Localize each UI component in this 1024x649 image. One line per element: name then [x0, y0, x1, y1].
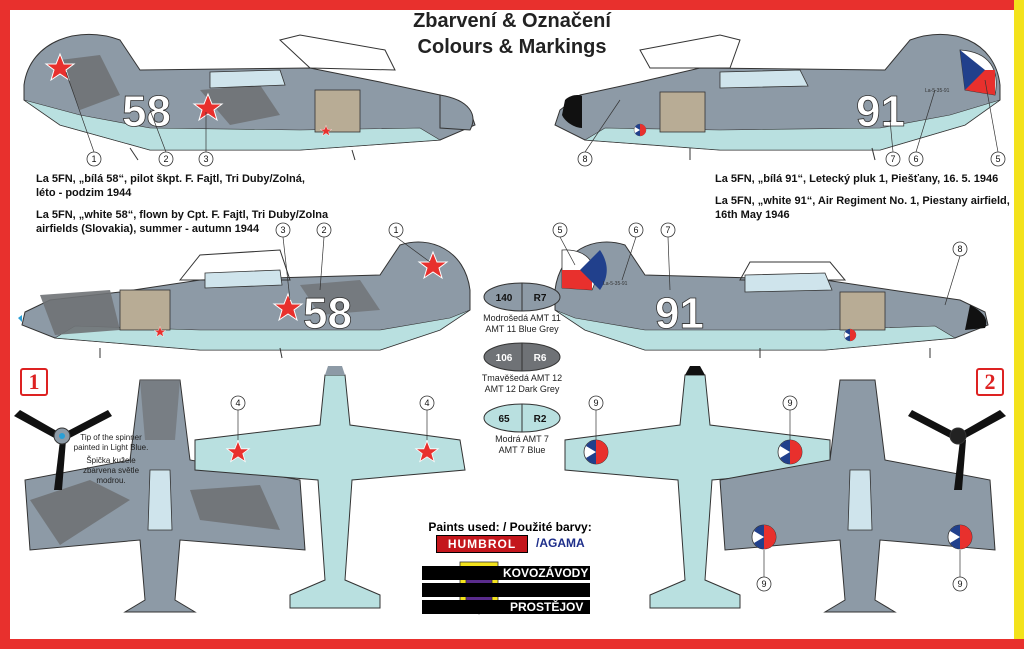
profile-right-91-port [554, 33, 1001, 161]
serial-top: La-5-35-91 [925, 88, 950, 94]
scheme-badge-2: 2 [976, 368, 1004, 396]
scheme-badge-1: 1 [20, 368, 48, 396]
caption-left-czech: La 5FN, „bílá 58“, pilot škpt. F. Fajtl,… [36, 173, 305, 199]
red-border-top [0, 0, 1024, 10]
callouts-left-top [65, 71, 214, 167]
callouts-left-middle [275, 222, 431, 301]
callout-3: 3 [280, 225, 285, 235]
swatch-code: 106 [496, 353, 513, 364]
planform-right-top [719, 379, 996, 613]
yellow-border-right [1014, 0, 1024, 649]
callouts-right-middle [552, 222, 968, 306]
callouts-right-top [577, 79, 1006, 167]
callout-9: 9 [761, 579, 766, 589]
aircraft-number-91-middle: 91 [655, 289, 704, 338]
agama-logo: /AGAMA [536, 536, 585, 550]
color-swatches: 140 R7 106 R6 65 R2 [483, 282, 561, 433]
swatch-code: 140 [496, 293, 513, 304]
aircraft-number-91-top: 91 [856, 87, 905, 136]
callout-numbers: 1 2 3 8 7 6 5 3 2 1 5 6 7 8 4 4 9 9 9 9 [91, 154, 1000, 589]
callout-3: 3 [203, 154, 208, 164]
aircraft-number-58-middle: 58 [303, 289, 352, 338]
swatch-ref: R7 [534, 293, 547, 304]
swatch-code: 65 [498, 414, 510, 425]
red-border-bottom [0, 639, 1024, 649]
callout-2: 2 [321, 225, 326, 235]
callout-1: 1 [91, 154, 96, 164]
callout-8: 8 [957, 244, 962, 254]
profile-right-91-starboard [554, 241, 989, 358]
humbrol-logo: HUMBROL [436, 535, 528, 553]
caption-left-english: La 5FN, „white 58“, flown by Cpt. F. Faj… [36, 209, 329, 235]
maker-bar-3 [422, 600, 590, 614]
callout-7: 7 [890, 154, 895, 164]
callout-4: 4 [424, 398, 429, 408]
callout-1: 1 [393, 225, 398, 235]
paints-used-label: Paints used: / Použité barvy: [428, 520, 592, 534]
title-czech: Zbarvení & Označení [413, 10, 611, 32]
callout-5: 5 [995, 154, 1000, 164]
callout-6: 6 [913, 154, 918, 164]
planform-left-top [24, 379, 306, 613]
planform-left-bottom [194, 366, 466, 609]
planform-right-bottom [564, 366, 831, 609]
maker-name-line2: PROSTĚJOV [510, 600, 584, 614]
callout-7: 7 [665, 225, 670, 235]
serial-middle: La-5-35-91 [603, 281, 628, 287]
maker-bar-2 [422, 583, 590, 597]
swatch-label-dark-grey: Tmavěšedá AMT 12 AMT 12 Dark Grey [481, 373, 563, 394]
callout-2: 2 [163, 154, 168, 164]
callout-9: 9 [957, 579, 962, 589]
caption-right-czech: La 5FN, „bílá 91“, Letecký pluk 1, Piešť… [715, 173, 999, 185]
red-border-left [0, 0, 10, 649]
swatch-label-blue-grey: Modrošedá AMT 11 AMT 11 Blue Grey [483, 313, 561, 334]
callout-4: 4 [235, 398, 240, 408]
callout-8: 8 [582, 154, 587, 164]
maker-name-line1: KOVOZÁVODY [503, 566, 589, 580]
swatch-label-blue: Modrá AMT 7 AMT 7 Blue [495, 434, 549, 455]
propeller-left [14, 410, 112, 490]
propeller-right [908, 410, 1006, 490]
title-english: Colours & Markings [417, 36, 607, 58]
callout-5: 5 [557, 225, 562, 235]
aircraft-number-58-top: 58 [122, 87, 171, 136]
spinner-note-czech: Špička kužele zbarvena světle modrou. [82, 456, 140, 485]
spinner-note-english: Tip of the spinner painted in Light Blue… [73, 433, 149, 452]
profile-left-58-port [18, 241, 471, 359]
callout-6: 6 [633, 225, 638, 235]
profile-left-58-starboard [23, 33, 476, 161]
swatch-ref: R6 [534, 353, 547, 364]
maker-bar-1 [422, 566, 590, 580]
callout-9: 9 [593, 398, 598, 408]
swatch-ref: R2 [534, 414, 547, 425]
caption-right-english: La 5FN, „white 91“, Air Regiment No. 1, … [715, 195, 1010, 221]
callout-9: 9 [787, 398, 792, 408]
